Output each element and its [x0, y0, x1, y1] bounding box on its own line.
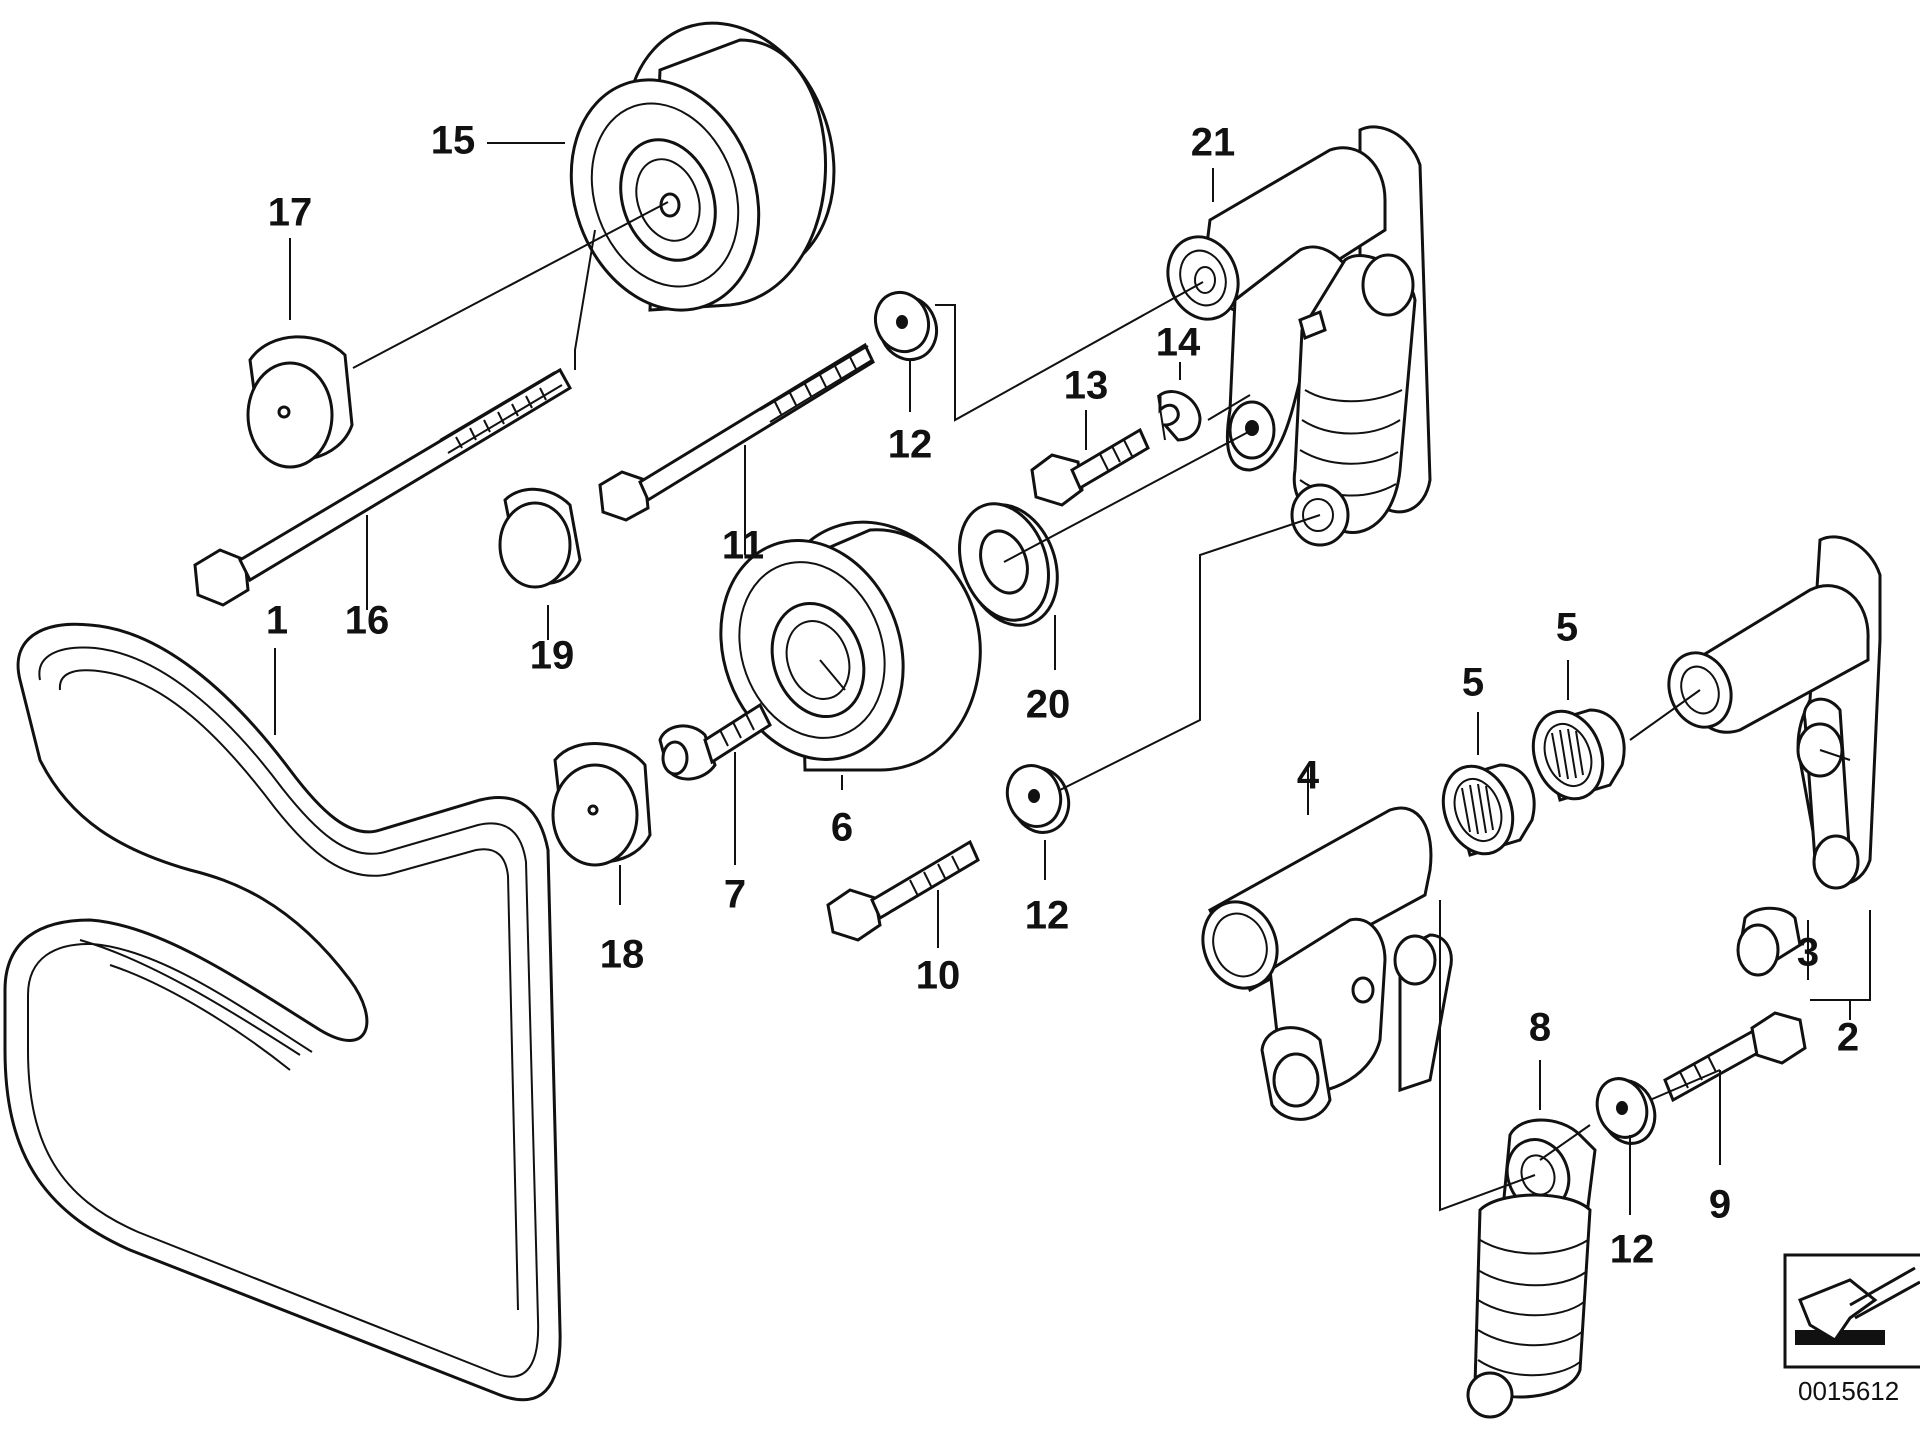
hex-bolt-right[interactable]	[1663, 1011, 1807, 1103]
label-part-20: 20	[1026, 683, 1071, 727]
bracket-bushing[interactable]	[1736, 906, 1802, 977]
belt-tensioner-assembly[interactable]	[1157, 125, 1432, 547]
dust-cap-small[interactable]	[498, 487, 582, 589]
long-bolt[interactable]	[193, 367, 573, 607]
dust-cap-upper[interactable]	[246, 335, 354, 469]
retaining-clip[interactable]	[1157, 390, 1202, 442]
part-labels: 1 2 3 4 5 5 6 7 8 9 10 11 12 12 12 13 14…	[266, 119, 1859, 1272]
label-part-1: 1	[266, 599, 288, 643]
socket-head-bolt[interactable]	[658, 702, 772, 781]
label-part-3: 3	[1797, 931, 1819, 975]
label-part-14: 14	[1156, 321, 1201, 365]
hydraulic-damper[interactable]	[1466, 1118, 1597, 1419]
label-part-15: 15	[431, 119, 476, 163]
washer-upper[interactable]	[867, 285, 945, 368]
flat-washer-large[interactable]	[944, 491, 1073, 638]
washer-middle[interactable]	[999, 758, 1078, 841]
label-part-18: 18	[600, 933, 645, 977]
label-part-16: 16	[345, 599, 390, 643]
label-part-10: 10	[916, 954, 961, 998]
label-part-17: 17	[268, 191, 313, 235]
label-part-5a: 5	[1462, 661, 1484, 705]
pulley-bolt[interactable]	[598, 342, 875, 522]
label-part-9: 9	[1709, 1183, 1731, 1227]
diagram-code: 0015612	[1798, 1376, 1899, 1406]
needle-bearing-a[interactable]	[1432, 756, 1536, 863]
label-part-6: 6	[831, 806, 853, 850]
label-part-21: 21	[1191, 121, 1236, 165]
label-part-4: 4	[1297, 754, 1320, 798]
label-part-12a: 12	[888, 423, 933, 467]
flange-bolt[interactable]	[1030, 427, 1150, 507]
label-part-5b: 5	[1556, 606, 1578, 650]
leader-lines	[274, 142, 1871, 1215]
drive-belt[interactable]	[3, 622, 562, 1402]
label-part-7: 7	[724, 873, 746, 917]
orientation-box: 0015612	[1783, 1253, 1920, 1406]
label-part-11: 11	[722, 524, 764, 568]
direction-arrow-icon	[1795, 1266, 1920, 1345]
label-part-8: 8	[1529, 1006, 1551, 1050]
tensioner-bracket[interactable]	[1659, 535, 1882, 890]
label-part-12b: 12	[1025, 894, 1070, 938]
label-part-12c: 12	[1610, 1228, 1655, 1272]
washer-lower[interactable]	[1589, 1072, 1663, 1151]
idler-pulley-lower[interactable]	[691, 493, 1010, 787]
dust-cap-lower[interactable]	[551, 742, 652, 867]
tensioner-arm[interactable]	[1191, 806, 1453, 1121]
label-part-13: 13	[1064, 364, 1109, 408]
needle-bearing-b[interactable]	[1522, 701, 1626, 808]
label-part-19: 19	[530, 634, 575, 678]
idler-pulley-upper[interactable]	[540, 0, 868, 337]
label-part-2: 2	[1837, 1016, 1859, 1060]
hex-bolt-lower[interactable]	[826, 839, 980, 942]
